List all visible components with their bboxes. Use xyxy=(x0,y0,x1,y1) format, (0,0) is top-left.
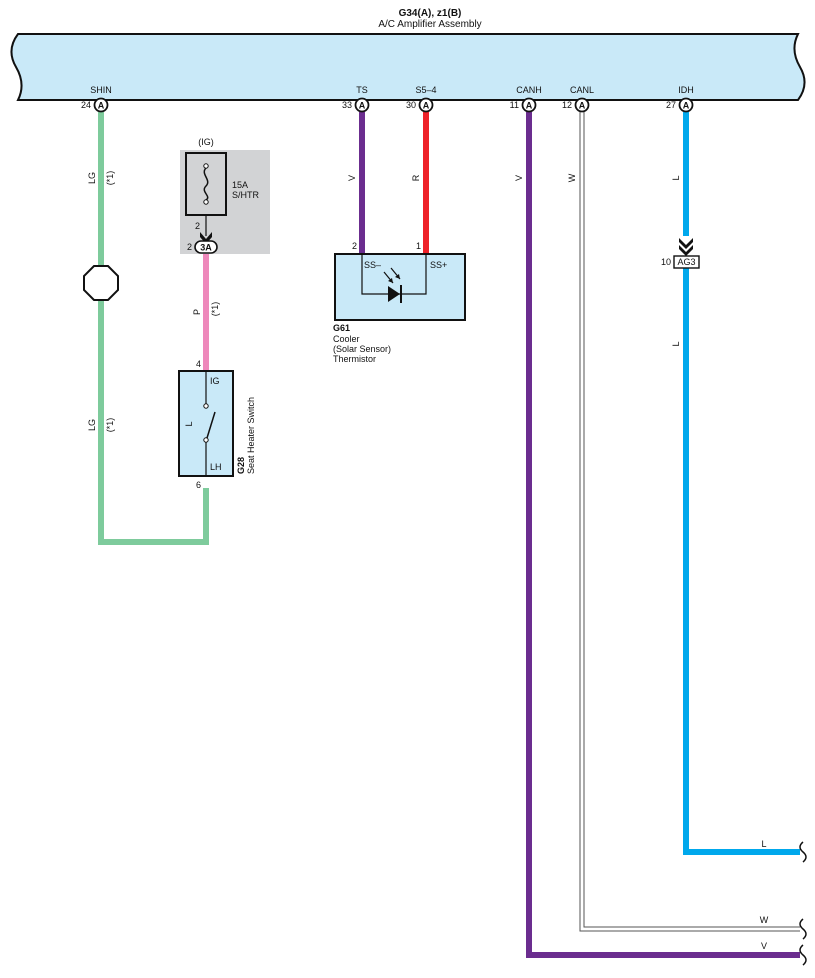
fuse-contact-top xyxy=(203,163,209,169)
terminal-circle xyxy=(354,97,370,113)
switch-contact-bottom xyxy=(203,437,209,443)
break-mark-v xyxy=(799,944,807,966)
terminal-shin: 24 A xyxy=(81,97,109,113)
wire-canl-w-outline xyxy=(579,112,800,932)
terminal-circle xyxy=(93,97,109,113)
fuse-contact-bottom xyxy=(203,199,209,205)
switch-pin-top: 4 xyxy=(196,359,201,369)
terminal-canl: 12 A xyxy=(562,97,590,113)
solar-sensor-term-left: SS– xyxy=(364,260,381,270)
chevron-down-icon xyxy=(679,245,693,256)
wire-label-idh-l-lower: L xyxy=(671,341,681,346)
wire-exit-label-l: L xyxy=(761,839,766,849)
fuse-icon xyxy=(203,167,209,201)
terminal-label-idh: IDH xyxy=(678,85,694,95)
terminal-pin-30: 30 xyxy=(406,100,416,110)
solar-sensor-name-2: (Solar Sensor) xyxy=(333,344,391,354)
terminal-label-ts: TS xyxy=(356,85,368,95)
switch-term-top: IG xyxy=(210,376,220,386)
switch-blade xyxy=(206,411,216,439)
assembly-connector-ids: G34(A), z1(B) xyxy=(399,8,462,19)
terminal-conn-id: A xyxy=(526,101,533,111)
switch-pin-bottom: 6 xyxy=(196,480,201,490)
terminal-label-canh: CANH xyxy=(516,85,542,95)
terminal-label-s5-4: S5–4 xyxy=(415,85,436,95)
break-mark-w xyxy=(799,918,807,940)
wire-note-shin-upper: (*1) xyxy=(105,171,115,186)
fuse-name: S/HTR xyxy=(232,190,260,200)
terminal-conn-id: A xyxy=(423,101,430,111)
fuse-supply-label: (IG) xyxy=(198,137,214,147)
wire-label-ts-v: V xyxy=(347,175,357,181)
switch-id: G28 xyxy=(236,457,246,474)
terminal-conn-id: A xyxy=(683,101,690,111)
wire-label-canh-v: V xyxy=(514,175,524,181)
splice-joint-octagon xyxy=(83,265,119,301)
terminal-circle xyxy=(678,97,694,113)
light-arrow-1-head xyxy=(388,278,393,283)
terminal-circle xyxy=(521,97,537,113)
wire-label-idh-l: L xyxy=(671,175,681,180)
solar-sensor-g61: 2 1 SS– SS+ G61 Cooler (Solar Sensor) Th… xyxy=(333,241,466,364)
wire-canh-v xyxy=(526,112,800,958)
switch-contact-top xyxy=(203,403,209,409)
solar-sensor-name-1: Cooler xyxy=(333,334,360,344)
wire-note-shin-lower: (*1) xyxy=(105,418,115,433)
terminal-pin-33: 33 xyxy=(342,100,352,110)
terminal-pin-12: 12 xyxy=(562,100,572,110)
terminal-pin-27: 27 xyxy=(666,100,676,110)
fuse-rating: 15A xyxy=(232,180,248,190)
wire-exit-label-w: W xyxy=(760,915,769,925)
ac-amplifier-assembly-body xyxy=(10,33,806,101)
wire-shin-lg xyxy=(98,112,209,545)
wire-label-s5-4-r: R xyxy=(411,174,421,181)
ag3-pin: 10 xyxy=(661,257,671,267)
light-arrow-2-head xyxy=(395,274,400,279)
solar-sensor-term-right: SS+ xyxy=(430,260,447,270)
switch-contact-label: L xyxy=(184,421,194,426)
terminal-label-canl: CANL xyxy=(570,85,594,95)
terminal-pin-11: 11 xyxy=(510,100,519,110)
seat-heater-switch-g28: 4 6 IG LH L G28 Seat Heater Switch xyxy=(178,359,256,490)
solar-sensor-name-3: Thermistor xyxy=(333,354,376,364)
wire-idh-l-lower xyxy=(683,268,800,855)
terminal-conn-id: A xyxy=(359,101,366,111)
wire-label-shin-lg: LG xyxy=(87,172,97,184)
switch-name: Seat Heater Switch xyxy=(246,397,256,474)
terminal-label-shin: SHIN xyxy=(90,85,112,95)
photodiode-icon xyxy=(388,286,400,302)
solar-sensor-pin-left: 2 xyxy=(352,241,357,251)
junction-id: 3A xyxy=(200,243,212,253)
terminal-canh: 11 A xyxy=(510,97,537,113)
terminal-conn-id: A xyxy=(579,101,586,111)
connector-ag3: 10 AG3 xyxy=(661,238,700,269)
terminal-idh: 27 A xyxy=(666,97,694,113)
solar-sensor-id: G61 xyxy=(333,323,350,333)
terminal-s5-4: 30 A xyxy=(406,97,434,113)
wire-label-fuse-p: P xyxy=(192,309,202,315)
assembly-name: A/C Amplifier Assembly xyxy=(378,19,481,30)
wire-canl-w xyxy=(580,112,800,931)
junction-pin: 2 xyxy=(187,242,192,252)
wire-note-fuse: (*1) xyxy=(210,302,220,317)
ag3-box xyxy=(673,255,700,269)
chevron-down-icon xyxy=(679,238,693,249)
terminal-circle xyxy=(418,97,434,113)
terminal-conn-id: A xyxy=(98,101,105,111)
terminal-ts: 33 A xyxy=(342,97,370,113)
terminal-circle xyxy=(574,97,590,113)
wire-exit-label-v: V xyxy=(761,941,767,951)
terminal-pin-24: 24 xyxy=(81,100,91,110)
break-mark-l xyxy=(799,841,807,863)
junction-connector xyxy=(194,240,218,254)
fuse-pin-out: 2 xyxy=(195,221,200,231)
fuse-block: (IG) 15A S/HTR 2 2 3A xyxy=(180,137,270,254)
ag3-id: AG3 xyxy=(677,257,695,267)
wire-label-canl-w: W xyxy=(567,173,577,182)
solar-sensor-pin-right: 1 xyxy=(416,241,421,251)
switch-term-bottom: LH xyxy=(210,462,222,472)
wire-label-shin-lg-lower: LG xyxy=(87,419,97,431)
